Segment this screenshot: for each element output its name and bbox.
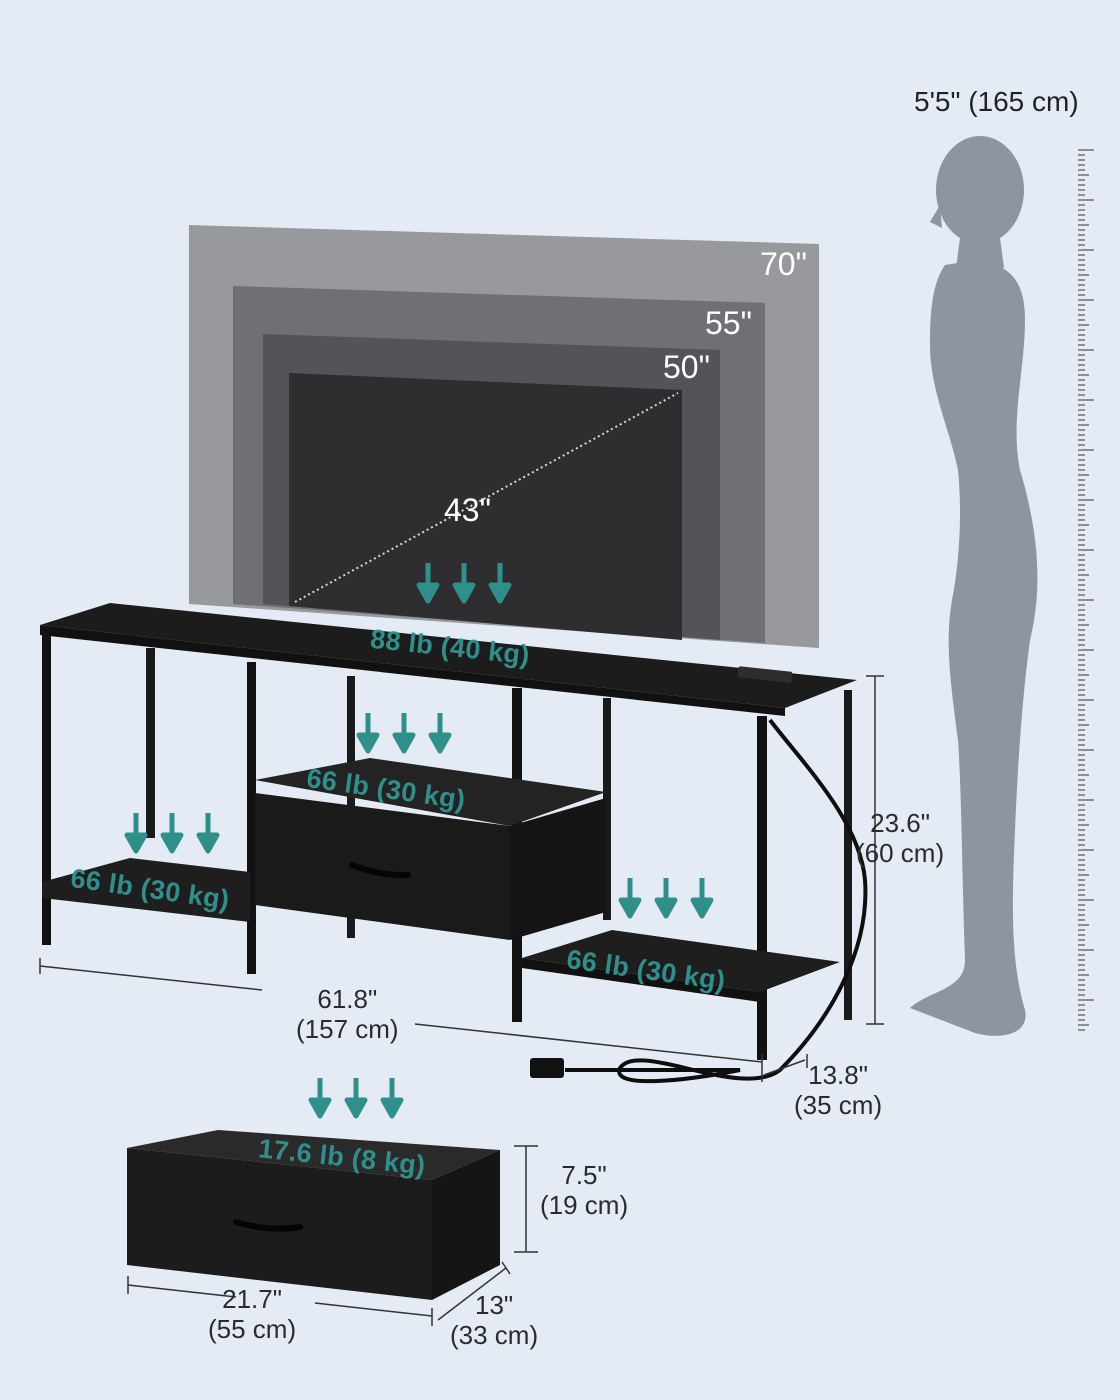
drawer-handle	[349, 862, 411, 879]
leg	[603, 698, 611, 920]
height-ruler	[1078, 149, 1094, 1031]
person-height-label: 5'5" (165 cm)	[914, 86, 1079, 117]
load-arrow	[308, 1078, 332, 1119]
load-arrow	[416, 563, 440, 604]
tabletop	[40, 603, 857, 708]
person-silhouette	[910, 136, 1038, 1036]
tv-size-50: 50"	[663, 349, 710, 385]
tv-size-43: 43"	[444, 492, 491, 528]
tv-43	[289, 373, 682, 640]
load-arrow	[344, 1078, 368, 1119]
load-arrow	[654, 878, 678, 919]
loose-drawer	[127, 1130, 500, 1300]
dim-height: 23.6" (60 cm)	[856, 808, 945, 868]
dim-depth: 13.8" (35 cm)	[794, 1060, 883, 1120]
stand-drawer	[255, 793, 510, 940]
leg	[247, 662, 256, 974]
load-arrow	[618, 878, 642, 919]
drawer-handle	[233, 1219, 303, 1232]
load-arrow	[380, 1078, 404, 1119]
leg	[146, 648, 155, 838]
load-arrow	[356, 713, 380, 754]
dim-drawer-depth: 13" (33 cm)	[450, 1290, 539, 1350]
load-arrow	[488, 563, 512, 604]
load-arrow	[452, 563, 476, 604]
leg	[42, 635, 51, 945]
dimension-lines	[39, 675, 884, 1326]
drawer-shelf	[255, 758, 606, 826]
leg	[757, 716, 767, 1060]
tv-stand	[40, 603, 868, 1084]
power-cable	[565, 718, 868, 1084]
tv-size-comparison	[189, 225, 819, 648]
load-arrow	[124, 813, 148, 854]
right-shelf	[522, 930, 840, 992]
dim-drawer-width: 21.7" (55 cm)	[208, 1284, 297, 1344]
dim-width: 61.8" (157 cm)	[296, 984, 399, 1044]
load-arrows	[124, 563, 714, 1119]
left-shelf	[42, 858, 250, 922]
power-outlet	[737, 666, 793, 683]
leg	[844, 690, 852, 1020]
load-arrow	[690, 878, 714, 919]
power-plug	[530, 1058, 564, 1078]
load-arrow	[196, 813, 220, 854]
dim-drawer-height: 7.5" (19 cm)	[540, 1160, 629, 1220]
load-arrow	[428, 713, 452, 754]
tv-size-70: 70"	[760, 246, 807, 282]
load-arrow	[160, 813, 184, 854]
load-arrow	[392, 713, 416, 754]
tv-size-55: 55"	[705, 305, 752, 341]
